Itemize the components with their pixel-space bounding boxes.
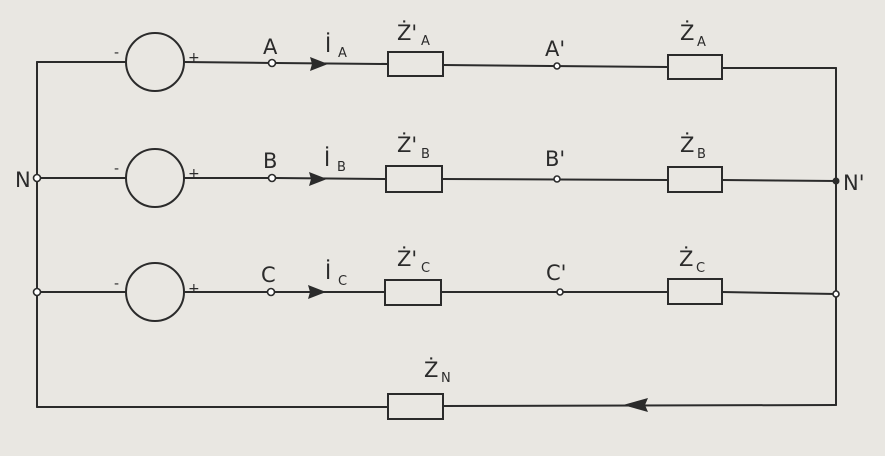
phase-b-branch: - + B İ B Ż' B B' Ż B — [36, 132, 837, 208]
line-impedance-sub-a: A — [421, 34, 430, 49]
voltage-source-b — [125, 148, 185, 208]
phase-a-branch: - + A İ A Ż' A A' Ż A — [36, 20, 837, 92]
load-impedance-sub-b: B — [697, 147, 706, 162]
load-impedance-a — [667, 54, 723, 80]
plus-sign-a: + — [188, 50, 200, 66]
load-impedance-sub-a: A — [697, 35, 706, 50]
neutral-impedance — [387, 393, 444, 420]
minus-sign-a: - — [114, 45, 119, 61]
junction-right-b — [832, 177, 840, 185]
terminal-b — [267, 173, 277, 183]
node-label-c: C — [261, 263, 276, 287]
line-impedance-sub-b: B — [421, 147, 430, 162]
terminal-b-prime — [553, 175, 561, 183]
wire — [721, 179, 837, 182]
terminal-a — [267, 58, 277, 68]
wire — [275, 62, 389, 65]
neutral-current-arrow — [623, 398, 648, 412]
line-impedance-label-a: Ż' — [397, 20, 417, 45]
terminal-a-prime — [553, 62, 561, 70]
wire — [183, 61, 273, 64]
voltage-source-c — [125, 262, 185, 322]
node-label-a-prime: A' — [545, 37, 565, 61]
load-impedance-label-b: Ż — [680, 132, 694, 157]
terminal-c-prime — [556, 288, 564, 296]
line-impedance-label-b: Ż' — [397, 132, 417, 157]
current-arrow-b — [309, 172, 327, 186]
voltage-source-a — [125, 32, 185, 92]
current-arrow-c — [308, 285, 326, 299]
line-impedance-sub-c: C — [421, 261, 430, 276]
minus-sign-c: - — [114, 276, 119, 292]
current-sub-a: A — [338, 46, 347, 61]
current-sub-c: C — [338, 274, 347, 289]
load-impedance-b — [667, 166, 723, 193]
phase-c-branch: - + C İ C Ż' C C' Ż C — [36, 246, 837, 322]
neutral-node-right-label: N' — [843, 171, 864, 195]
line-impedance-b — [385, 165, 443, 193]
junction-right-c — [832, 290, 840, 298]
load-impedance-c — [667, 278, 723, 305]
terminal-c — [266, 287, 276, 297]
minus-sign-b: - — [114, 161, 119, 177]
neutral-node-left-label: N — [15, 168, 31, 192]
current-label-c: İ — [325, 259, 331, 284]
neutral-branch: Ż N — [36, 357, 837, 420]
load-impedance-label-a: Ż — [680, 20, 694, 45]
plus-sign-b: + — [188, 166, 200, 182]
wire — [275, 177, 387, 180]
node-label-b: B — [263, 149, 277, 173]
node-label-b-prime: B' — [545, 147, 565, 171]
node-label-c-prime: C' — [546, 261, 566, 285]
load-impedance-sub-c: C — [696, 261, 705, 276]
wire — [721, 291, 837, 295]
line-impedance-c — [384, 279, 442, 306]
junction-left-phase-a — [32, 173, 42, 183]
load-impedance-label-c: Ż — [679, 246, 693, 271]
current-arrow-a — [310, 57, 328, 71]
current-label-b: İ — [324, 146, 330, 171]
neutral-impedance-sub: N — [441, 371, 451, 386]
line-impedance-a — [387, 51, 444, 77]
node-label-a: A — [263, 35, 278, 59]
junction-left-c — [32, 287, 42, 297]
line-impedance-label-c: Ż' — [397, 246, 417, 271]
current-label-a: İ — [325, 32, 331, 57]
neutral-impedance-label: Ż — [424, 357, 438, 382]
current-sub-b: B — [337, 160, 346, 175]
plus-sign-c: + — [188, 281, 200, 297]
